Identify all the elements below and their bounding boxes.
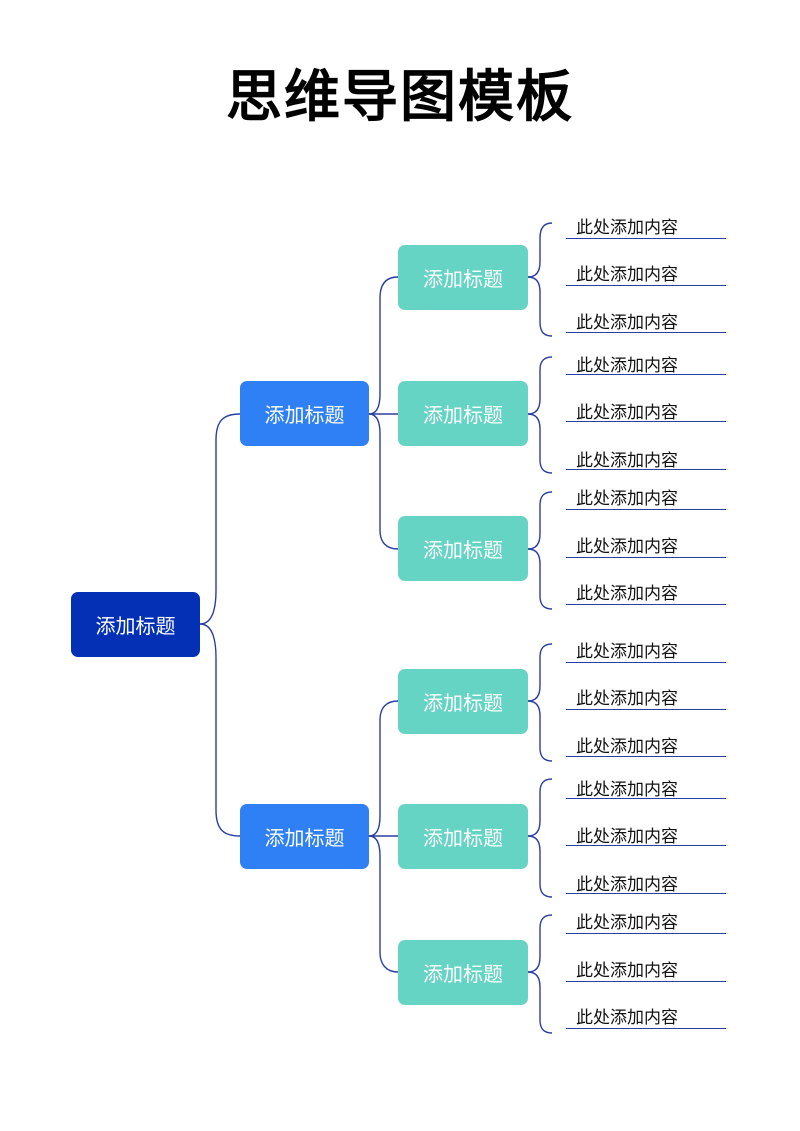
leaf-underline — [566, 374, 726, 375]
subtopic-node-label: 添加标题 — [423, 826, 503, 850]
leaf-item[interactable]: 此处添加内容 — [576, 265, 678, 285]
leaf-item[interactable]: 此处添加内容 — [576, 451, 678, 471]
leaf-item[interactable]: 此处添加内容 — [576, 356, 678, 376]
branch-node-1[interactable]: 添加标题 — [240, 381, 369, 446]
leaf-underline — [566, 756, 726, 757]
leaf-item[interactable]: 此处添加内容 — [576, 913, 678, 933]
branch-node-label: 添加标题 — [264, 403, 345, 427]
leaf-item[interactable]: 此处添加内容 — [576, 689, 678, 709]
leaf-underline — [566, 933, 726, 934]
leaf-underline — [566, 981, 726, 982]
root-node[interactable]: 添加标题 — [71, 592, 200, 657]
leaf-item[interactable]: 此处添加内容 — [576, 218, 678, 238]
leaf-underline — [566, 1028, 726, 1029]
leaf-item[interactable]: 此处添加内容 — [576, 875, 678, 895]
root-node-label: 添加标题 — [95, 614, 176, 638]
subtopic-node-2-3[interactable]: 添加标题 — [398, 940, 528, 1005]
leaf-underline — [566, 709, 726, 710]
leaf-item[interactable]: 此处添加内容 — [576, 313, 678, 333]
leaf-underline — [566, 604, 726, 605]
leaf-item[interactable]: 此处添加内容 — [576, 489, 678, 509]
branch-node-2[interactable]: 添加标题 — [240, 804, 369, 869]
subtopic-node-2-2[interactable]: 添加标题 — [398, 804, 528, 869]
leaf-underline — [566, 798, 726, 799]
subtopic-node-label: 添加标题 — [423, 403, 503, 427]
leaf-underline — [566, 238, 726, 239]
leaf-underline — [566, 332, 726, 333]
subtopic-node-1-2[interactable]: 添加标题 — [398, 381, 528, 446]
leaf-underline — [566, 285, 726, 286]
leaf-underline — [566, 893, 726, 894]
leaf-item[interactable]: 此处添加内容 — [576, 584, 678, 604]
leaf-item[interactable]: 此处添加内容 — [576, 1008, 678, 1028]
leaf-item[interactable]: 此处添加内容 — [576, 642, 678, 662]
leaf-item[interactable]: 此处添加内容 — [576, 780, 678, 800]
subtopic-node-label: 添加标题 — [423, 691, 503, 715]
leaf-underline — [566, 469, 726, 470]
leaf-underline — [566, 509, 726, 510]
leaf-underline — [566, 421, 726, 422]
leaf-item[interactable]: 此处添加内容 — [576, 961, 678, 981]
leaf-item[interactable]: 此处添加内容 — [576, 537, 678, 557]
leaf-underline — [566, 845, 726, 846]
leaf-item[interactable]: 此处添加内容 — [576, 403, 678, 423]
subtopic-node-label: 添加标题 — [423, 962, 503, 986]
subtopic-node-label: 添加标题 — [423, 267, 503, 291]
subtopic-node-1-1[interactable]: 添加标题 — [398, 245, 528, 310]
subtopic-node-label: 添加标题 — [423, 538, 503, 562]
leaf-underline — [566, 557, 726, 558]
leaf-underline — [566, 662, 726, 663]
branch-node-label: 添加标题 — [264, 826, 345, 850]
leaf-item[interactable]: 此处添加内容 — [576, 827, 678, 847]
page-title: 思维导图模板 — [226, 65, 574, 130]
leaf-item[interactable]: 此处添加内容 — [576, 737, 678, 757]
subtopic-node-2-1[interactable]: 添加标题 — [398, 669, 528, 734]
subtopic-node-1-3[interactable]: 添加标题 — [398, 516, 528, 581]
